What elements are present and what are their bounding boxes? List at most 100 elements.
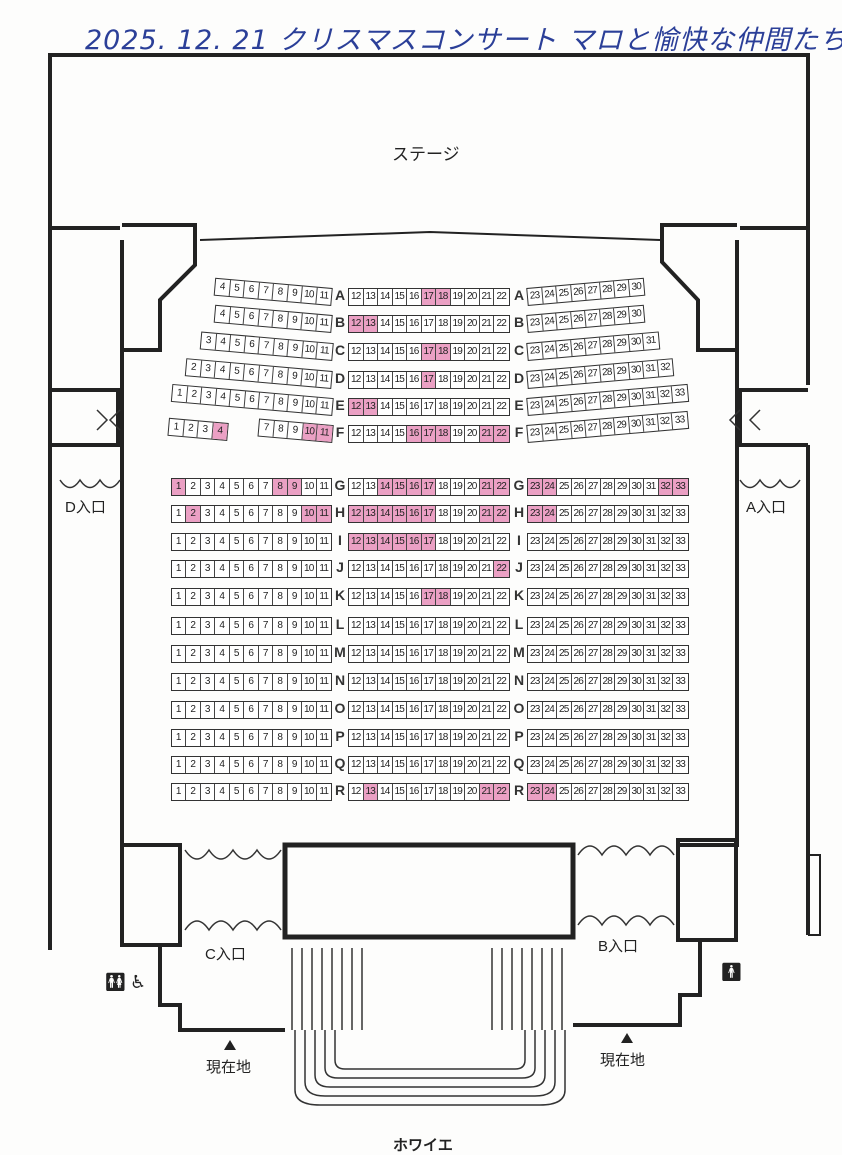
seat[interactable]: 26 — [572, 561, 586, 577]
seat[interactable]: 19 — [451, 730, 465, 746]
seat[interactable]: 14 — [378, 426, 393, 442]
seat[interactable]: 21 — [479, 784, 494, 800]
seat[interactable]: 29 — [615, 646, 630, 662]
seat[interactable]: 9 — [288, 702, 302, 718]
seat[interactable]: 8 — [272, 393, 289, 412]
seat[interactable]: 22 — [494, 479, 509, 495]
seat[interactable]: 8 — [272, 338, 289, 357]
seat[interactable]: 29 — [615, 618, 630, 634]
seat[interactable]: 27 — [586, 479, 601, 495]
seat[interactable]: 20 — [465, 344, 480, 360]
seat[interactable]: 21 — [480, 618, 494, 634]
seat[interactable]: 33 — [675, 676, 686, 687]
seat[interactable]: 7 — [258, 337, 274, 355]
seat[interactable]: 21 — [480, 561, 494, 577]
seat[interactable]: 10 — [302, 674, 317, 690]
seat[interactable]: 32 — [659, 702, 673, 718]
seat[interactable]: 10 — [301, 286, 318, 304]
seat[interactable]: 2 — [186, 506, 201, 522]
seat[interactable]: 17 — [421, 426, 436, 442]
seat[interactable]: 14 — [378, 646, 393, 662]
seat[interactable]: 25 — [557, 784, 572, 800]
seat[interactable]: 17 — [422, 618, 436, 634]
seat[interactable]: 8 — [272, 310, 289, 329]
seat[interactable]: 3 — [201, 589, 215, 605]
seat[interactable]: 22 — [496, 620, 507, 631]
seat[interactable]: 12 — [349, 674, 364, 690]
seat[interactable]: 19 — [451, 534, 465, 550]
seat[interactable]: 2 — [186, 757, 201, 773]
seat[interactable]: 27 — [586, 618, 601, 634]
seat[interactable]: 29 — [615, 534, 630, 550]
seat[interactable]: 29 — [613, 280, 630, 298]
seat[interactable]: 33 — [673, 479, 688, 495]
seat[interactable]: 8 — [272, 420, 289, 439]
seat[interactable]: 23 — [528, 534, 543, 550]
seat[interactable]: 19 — [451, 399, 465, 415]
seat[interactable]: 1 — [172, 702, 186, 718]
seat[interactable]: 30 — [628, 388, 645, 407]
seat[interactable]: 21 — [480, 589, 494, 605]
seat[interactable]: 2 — [186, 674, 201, 690]
seat[interactable]: 31 — [644, 589, 659, 605]
seat[interactable]: 4 — [215, 730, 230, 746]
seat[interactable]: 9 — [288, 589, 302, 605]
seat[interactable]: 25 — [556, 395, 573, 413]
seat[interactable]: 18 — [436, 784, 451, 800]
seat[interactable]: 1 — [172, 534, 186, 550]
seat[interactable]: 28 — [601, 757, 615, 773]
seat[interactable]: 19 — [451, 757, 465, 773]
seat[interactable]: 22 — [496, 676, 507, 687]
seat[interactable]: 20 — [465, 289, 480, 305]
seat[interactable]: 21 — [480, 316, 494, 332]
seat[interactable]: 3 — [201, 534, 215, 550]
seat[interactable]: 8 — [272, 366, 289, 385]
seat[interactable]: 4 — [215, 506, 230, 522]
seat[interactable]: 11 — [318, 289, 329, 302]
seat[interactable]: 32 — [659, 674, 673, 690]
seat[interactable]: 30 — [630, 589, 644, 605]
seat[interactable]: 27 — [585, 392, 601, 410]
seat[interactable]: 23 — [528, 757, 543, 773]
seat[interactable]: 20 — [465, 479, 480, 495]
seat[interactable]: 14 — [378, 316, 393, 332]
seat[interactable]: 17 — [422, 730, 436, 746]
seat[interactable]: 20 — [465, 316, 480, 332]
seat[interactable]: 24 — [543, 730, 557, 746]
seat[interactable]: 27 — [586, 646, 601, 662]
seat[interactable]: 28 — [601, 618, 615, 634]
seat[interactable]: 19 — [451, 289, 465, 305]
seat[interactable]: 30 — [630, 702, 644, 718]
seat[interactable]: 7 — [259, 784, 273, 800]
seat[interactable]: 25 — [557, 646, 572, 662]
seat[interactable]: 7 — [259, 534, 273, 550]
seat[interactable]: 14 — [378, 534, 393, 550]
seat[interactable]: 15 — [393, 618, 407, 634]
seat[interactable]: 28 — [601, 506, 615, 522]
seat[interactable]: 14 — [378, 784, 393, 800]
seat[interactable]: 23 — [528, 618, 543, 634]
seat[interactable]: 13 — [364, 702, 378, 718]
seat[interactable]: 30 — [630, 561, 644, 577]
seat[interactable]: 14 — [378, 399, 393, 415]
seat[interactable]: 33 — [674, 414, 685, 427]
seat[interactable]: 24 — [542, 479, 557, 495]
seat[interactable]: 16 — [407, 702, 422, 718]
seat[interactable]: 16 — [407, 426, 422, 442]
seat[interactable]: 28 — [599, 391, 616, 409]
seat[interactable]: 23 — [528, 730, 543, 746]
seat[interactable]: 31 — [644, 730, 659, 746]
seat[interactable]: 21 — [480, 372, 494, 388]
seat[interactable]: 22 — [496, 401, 507, 412]
seat[interactable]: 20 — [465, 506, 480, 522]
seat[interactable]: 12 — [349, 589, 364, 605]
seat[interactable]: 15 — [393, 372, 407, 388]
seat[interactable]: 5 — [230, 589, 244, 605]
seat[interactable]: 7 — [259, 730, 273, 746]
seat[interactable]: 13 — [364, 757, 378, 773]
seat[interactable]: 6 — [243, 364, 260, 382]
seat[interactable]: 17 — [422, 561, 436, 577]
seat[interactable]: 30 — [630, 674, 644, 690]
seat[interactable]: 18 — [436, 561, 451, 577]
seat[interactable]: 5 — [230, 618, 244, 634]
